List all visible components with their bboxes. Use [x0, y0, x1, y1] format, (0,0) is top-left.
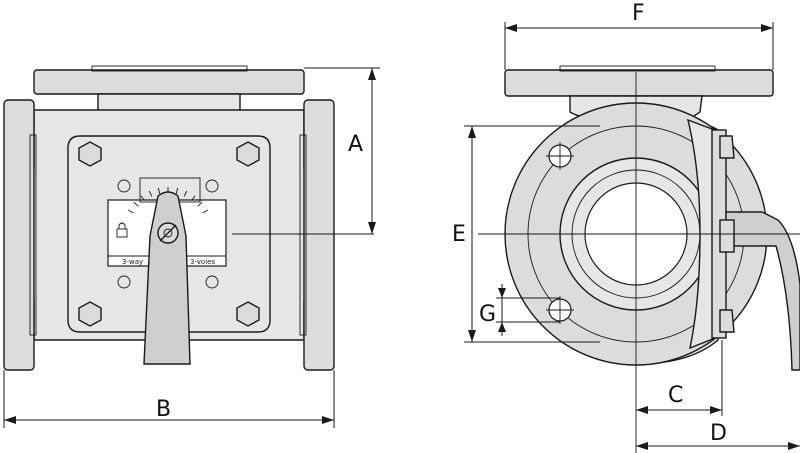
plate-right-text: 3-voies: [190, 258, 215, 266]
side-top-flange: [504, 69, 774, 97]
screw-2: [205, 179, 219, 193]
screw-1: [117, 179, 131, 193]
dimension-f-label: F: [632, 1, 645, 26]
front-top-flange: [33, 69, 305, 95]
dimension-a-label: A: [348, 132, 363, 157]
handle-center: [163, 228, 173, 238]
dimension-d-label: D: [710, 421, 727, 446]
side-top-flange-rim: [559, 65, 716, 72]
front-view: 3-way 3-voies: [3, 65, 374, 371]
scale-tick-3: [148, 190, 153, 197]
scale-tick-6: [175, 187, 179, 194]
front-right-flange-rim: [299, 134, 307, 336]
front-left-flange: [3, 99, 35, 371]
hex-bolt-top-left: [78, 141, 102, 167]
dimension-b-label: B: [156, 397, 171, 422]
front-left-flange-rim: [29, 134, 37, 336]
scale-tick-4: [157, 187, 161, 194]
scale-tick-9: [197, 201, 203, 207]
dimension-g-label: G: [479, 302, 496, 327]
scale-ticks: [127, 187, 209, 214]
plate-left-text: 3-way: [122, 258, 143, 266]
side-view: [478, 65, 800, 453]
hex-bolt-bottom-right: [236, 301, 260, 327]
front-top-flange-rim: [91, 65, 248, 72]
side-bolt-bottom: [719, 309, 735, 333]
side-bolt-top: [719, 135, 735, 159]
scale-tick-8: [191, 195, 196, 201]
screw-3: [117, 275, 131, 289]
scale-tick-2: [140, 195, 145, 201]
lock-icon: [116, 222, 128, 238]
scale-tick-1: [133, 201, 139, 207]
hex-bolt-top-right: [236, 141, 260, 167]
scale-tick-7: [183, 190, 188, 197]
screw-4: [205, 275, 219, 289]
scale-tick-0: [127, 209, 134, 214]
side-handle-hub: [719, 219, 735, 253]
hex-bolt-bottom-left: [78, 301, 102, 327]
dimension-e-label: E: [452, 222, 466, 247]
dimension-lines: [3, 22, 800, 450]
dimension-c-label: C: [668, 383, 683, 408]
side-handle: [725, 211, 800, 371]
front-right-flange: [303, 99, 335, 371]
handle-pointer: [159, 224, 177, 242]
scale-tick-10: [202, 209, 209, 214]
